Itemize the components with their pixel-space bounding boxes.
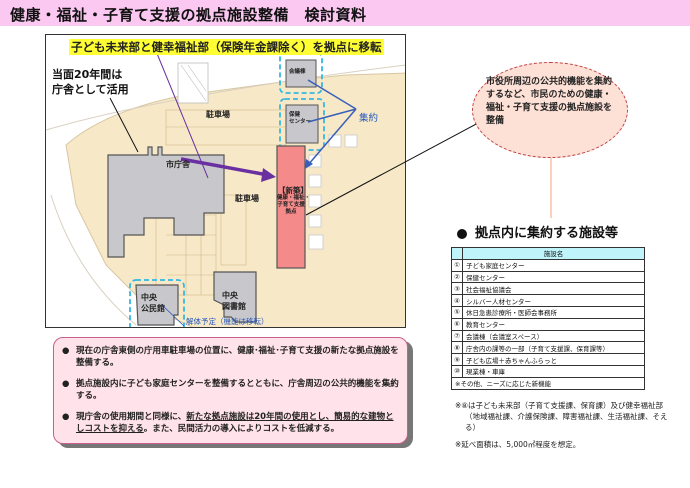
- row-name: 社会福祉協議会: [462, 282, 645, 296]
- row-name: 子ども広場＋赤ちゃんふらっと: [462, 353, 645, 366]
- summary-item-text: 現在の庁舎東側の庁用車駐車場の位置に、健康･福祉･子育て支援の新たな拠点施設を整…: [76, 346, 399, 368]
- row-other: ※その他、ニーズに応じた新機能: [451, 376, 645, 390]
- summary-item-text: 拠点施設内に子ども家庭センターを整備するとともに、庁舎周辺の公共的機能を集約する…: [76, 379, 399, 401]
- map-note-line: 当面20年間は: [52, 68, 123, 81]
- section-title-text: 拠点内に集約する施設等: [475, 226, 619, 241]
- summary-item-text: 。また、民間活力の導入によりコストを低減する。: [143, 423, 340, 434]
- summary-item: ● 現在の庁舎東側の庁用車駐車場の位置に、健康･福祉･子育て支援の新たな拠点施設…: [62, 346, 399, 369]
- row-num: ⑩: [451, 364, 463, 378]
- summary-box: ● 現在の庁舎東側の庁用車駐車場の位置に、健康･福祉･子育て支援の新たな拠点施設…: [53, 337, 408, 444]
- row-name: シルバー人材センター: [462, 294, 645, 307]
- row-name: 現業棟・車庫: [462, 364, 645, 378]
- label-conference-bldg: 会議棟: [289, 69, 306, 75]
- label-line: 健康・福祉・: [277, 195, 311, 201]
- map-headline: 子ども未来部と健幸福祉部（保険年金課除く）を拠点に移転: [69, 39, 384, 55]
- label-demolish: 解体予定（機能は移転）: [186, 317, 269, 326]
- summary-item: ● 現庁舎の使用期間と同様に、新たな拠点施設は20年間の使用とし、簡易的な建物と…: [62, 412, 399, 435]
- summary-item-emphasis: 新たな拠点施設は20年間の使用とし、簡易的な建物としコストを抑える: [76, 412, 394, 434]
- row-num: ⑦: [451, 329, 463, 343]
- row-name: 会議棟（会議室スペース）: [462, 329, 645, 343]
- row-num: ③: [451, 282, 463, 296]
- row-name: 子ども家庭センター: [462, 258, 645, 272]
- label-line: 保健: [289, 112, 301, 118]
- bullet-icon: ●: [62, 412, 70, 422]
- label-library: 中央 図書館: [222, 290, 246, 312]
- row-num: ⑥: [451, 317, 463, 331]
- label-parking-north: 駐車場: [206, 110, 230, 119]
- bullet-icon: [457, 228, 467, 239]
- site-map: 子ども未来部と健幸福祉部（保険年金課除く）を拠点に移転 当面20年間は 庁舎とし…: [45, 34, 406, 328]
- row-num: ②: [451, 270, 463, 284]
- row-name: 教育センター: [462, 317, 645, 331]
- map-note-line: 庁舎として活用: [52, 83, 129, 96]
- callout-text: 市役所周辺の公共的機能を集約するなど、市民のための健康・福祉・子育て支援の拠点施…: [486, 77, 613, 126]
- row-name: 庁舎内の課等の一部（子育て支援課、保育課等）: [462, 341, 645, 355]
- footnote-2: ※延べ面積は、5,000㎡程度を想定。: [455, 440, 581, 449]
- label-line: センター: [289, 119, 312, 125]
- footnote-1: ※⑧は子ども未来部（子育て支援課、保育課）及び健幸福祉部（地域福祉課、介護保険課…: [455, 401, 668, 432]
- summary-item-text: 現庁舎の使用期間と同様に、: [76, 412, 187, 422]
- label-new-bldg-sub: 健康・福祉・ 子育て支援 拠点: [277, 195, 311, 216]
- label-community-hall: 中央 公民館: [141, 292, 165, 314]
- label-new-bldg-title: 【新築】: [278, 186, 308, 195]
- row-num: ⑤: [451, 305, 463, 319]
- page-title: 健康・福祉・子育て支援の拠点施設整備 検討資料: [10, 6, 367, 24]
- title-bar: 健康・福祉・子育て支援の拠点施設整備 検討資料: [0, 0, 690, 26]
- table-header-num: [451, 247, 463, 260]
- row-num: ⑧: [451, 341, 463, 355]
- table-row-other: ※その他、ニーズに応じた新機能: [451, 376, 645, 390]
- row-num: ①: [451, 258, 463, 272]
- table-header-row: 施設名: [451, 247, 645, 260]
- bullet-icon: ●: [62, 346, 70, 356]
- label-health-center: 保健 センター: [289, 112, 311, 126]
- label-city-hall: 市庁舎: [166, 160, 190, 169]
- label-line: 公民館: [141, 304, 165, 313]
- row-num: ⑨: [451, 353, 463, 366]
- footnotes: ※⑧は子ども未来部（子育て支援課、保育課）及び健幸福祉部（地域福祉課、介護保険課…: [455, 400, 675, 456]
- label-line: 中央: [141, 293, 157, 302]
- label-parking-east: 駐車場: [235, 194, 259, 203]
- label-line: 図書館: [222, 302, 246, 311]
- row-name: 保健センター: [462, 270, 645, 284]
- label-line: 中央: [222, 291, 238, 300]
- label-line: 拠点: [285, 209, 297, 215]
- callout-bubble: [472, 62, 628, 158]
- bullet-icon: ●: [62, 379, 70, 389]
- row-num: ④: [451, 294, 463, 307]
- row-name: 休日急患診療所・医師会事務所: [462, 305, 645, 319]
- summary-item: ● 拠点施設内に子ども家庭センターを整備するとともに、庁舎周辺の公共的機能を集約…: [62, 379, 399, 402]
- label-consolidate: 集約: [359, 113, 379, 124]
- label-line: 子育て支援: [277, 202, 305, 208]
- facilities-section-title: 拠点内に集約する施設等: [457, 222, 618, 241]
- map-note: 当面20年間は 庁舎として活用: [52, 67, 129, 97]
- table-header-name: 施設名: [462, 247, 645, 260]
